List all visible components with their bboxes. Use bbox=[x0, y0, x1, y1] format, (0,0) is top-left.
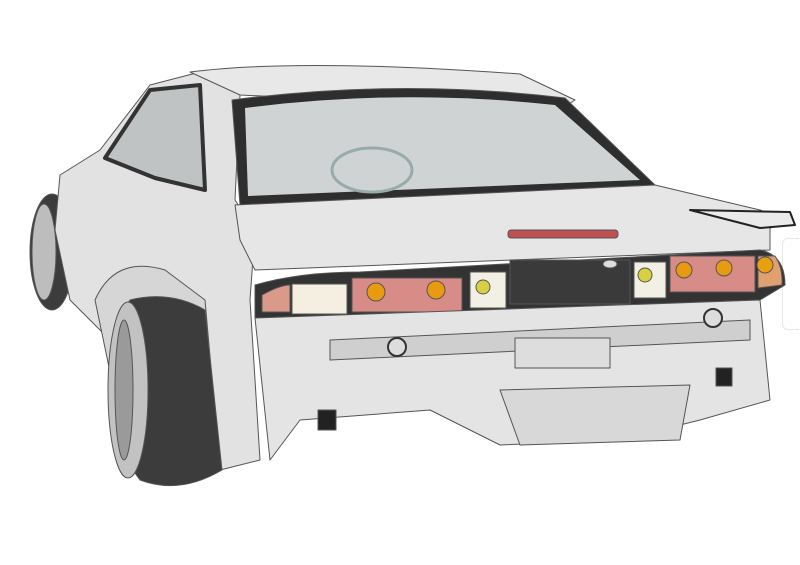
bulb-yellow-left bbox=[475, 279, 491, 295]
steering-wheel bbox=[330, 146, 414, 194]
emblem bbox=[602, 259, 618, 269]
reverse-light-left bbox=[291, 283, 348, 315]
rear-window-glass bbox=[245, 97, 640, 196]
license-plate-mount bbox=[514, 337, 611, 369]
tow-hook-left bbox=[387, 337, 407, 357]
vent-right bbox=[715, 367, 733, 387]
bulb-right-1 bbox=[675, 261, 693, 279]
bulb-left-1 bbox=[366, 282, 386, 302]
taillight-left-outer bbox=[261, 284, 291, 313]
near-rear-wheel bbox=[107, 296, 223, 487]
side-window bbox=[103, 83, 207, 192]
rear-diffuser bbox=[499, 384, 691, 446]
car-detail bbox=[29, 64, 796, 487]
spoiler bbox=[689, 209, 796, 229]
car-detail bbox=[756, 256, 774, 274]
third-brake-light bbox=[507, 229, 619, 239]
car-detail bbox=[31, 203, 57, 301]
car-detail bbox=[114, 319, 134, 461]
bulb-left-2 bbox=[426, 280, 446, 300]
tow-hook-right bbox=[703, 308, 723, 328]
bulb-yellow-right bbox=[637, 267, 653, 283]
vent-left bbox=[317, 409, 337, 431]
bulb-right-2 bbox=[715, 259, 733, 277]
